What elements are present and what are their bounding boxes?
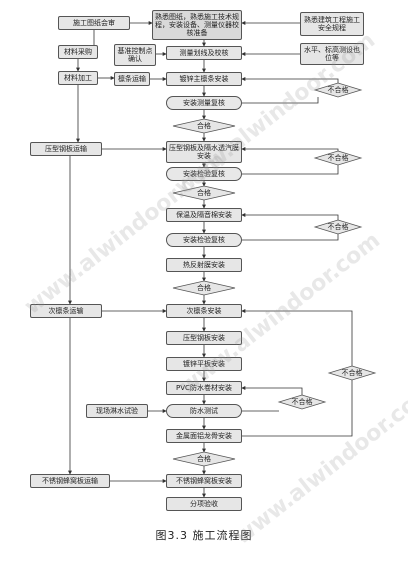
edge-unq3-to-insulation [241,213,339,220]
waterproof-test-pill: 防水测试 [166,404,242,418]
edge-unq2-to-steel [241,147,339,151]
qualified-1-diamond [172,118,236,134]
stainless-install-box: 不锈钢蜂窝板安装 [166,474,242,488]
qualified-5-diamond [172,451,236,467]
qualified-1-label: 合格 [197,122,211,130]
stainless-transport-box: 不锈钢蜂窝板运输 [30,474,110,488]
qualified-2-label: 合格 [197,189,211,197]
steel-sheet-install-box: 压型钢板安装 [166,331,242,345]
sub-keel-transport-box: 次檩条运输 [30,304,102,318]
qualified-4-label: 不合格 [291,398,313,406]
inspect-recheck-2-pill: 安装检验复核 [166,233,242,247]
familiar-drawings-box: 熟悉图纸，熟悉施工技术规程，安装设备、测量仪器校核准备 [152,10,242,40]
unqualified-1-label: 不合格 [327,86,349,94]
level-axis-box: 水平、标高测设也位等 [300,43,364,65]
edge-recheck-to-unq1 [242,97,319,104]
unqualified-2-diamond [313,150,363,166]
hot-reflect-film-box: 热反射膜安装 [166,258,242,272]
qualified-2-diamond [172,185,236,201]
acceptance-box: 分项验收 [166,497,242,511]
qualified-4-diamond [277,394,327,410]
pvc-membrane-box: PVC防水卷材安装 [166,381,242,395]
edge-gutter-to-unq4 [242,380,353,437]
qualified-3-diamond [172,280,236,296]
install-steel-vapor-box: 压型钢板及隔水透汽膜安装 [166,141,242,163]
survey-calibrate-box: 测量划线及校核 [166,46,242,60]
unqualified-1-diamond [313,82,363,98]
keel-transport-box: 檩条运输 [114,72,150,86]
galv-flat-install-box: 镀锌平板安装 [166,357,242,371]
steel-transport-box: 压型钢板运输 [30,142,102,156]
qualified-5-label: 合格 [197,455,211,463]
benchmark-confirm-box: 基准控制点确认 [114,44,156,66]
material-purchase-box: 材料采购 [58,45,98,59]
edge-q4-to-pvc [241,386,303,395]
unqualified-3-diamond [313,219,363,235]
unqualified-4-label: 不合格 [341,369,363,377]
qualified-3-label: 合格 [197,284,211,292]
unqualified-3-label: 不合格 [327,223,349,231]
edge-recheck2-to-unq3 [242,234,339,241]
inspect-recheck-1-pill: 安装检验复核 [166,167,242,181]
metal-gutter-box: 金属面铝龙骨安装 [166,429,242,443]
familiar-specs-box: 熟悉建筑工程施工安全规程 [300,12,364,36]
onsite-water-test-box: 现场淋水试验 [86,404,148,418]
material-process-box: 材料加工 [58,71,98,85]
unqualified-4-diamond [327,365,377,381]
survey-recheck-pill: 安装测量复核 [166,96,242,110]
insulation-install-box: 保温及隔音棉安装 [166,208,242,222]
review-drawings-box: 施工图纸会审 [58,16,130,30]
edge-unq1-to-keel [241,77,339,83]
edge-unq4-to-subkeel [241,309,353,366]
figure-caption: 图3.3 施工流程图 [155,529,253,542]
edge-recheck1-to-unq2 [242,165,339,175]
install-main-keel-box: 镀锌主檩条安装 [166,72,242,86]
unqualified-2-label: 不合格 [327,154,349,162]
sub-keel-install-box: 次檩条安装 [166,304,242,318]
